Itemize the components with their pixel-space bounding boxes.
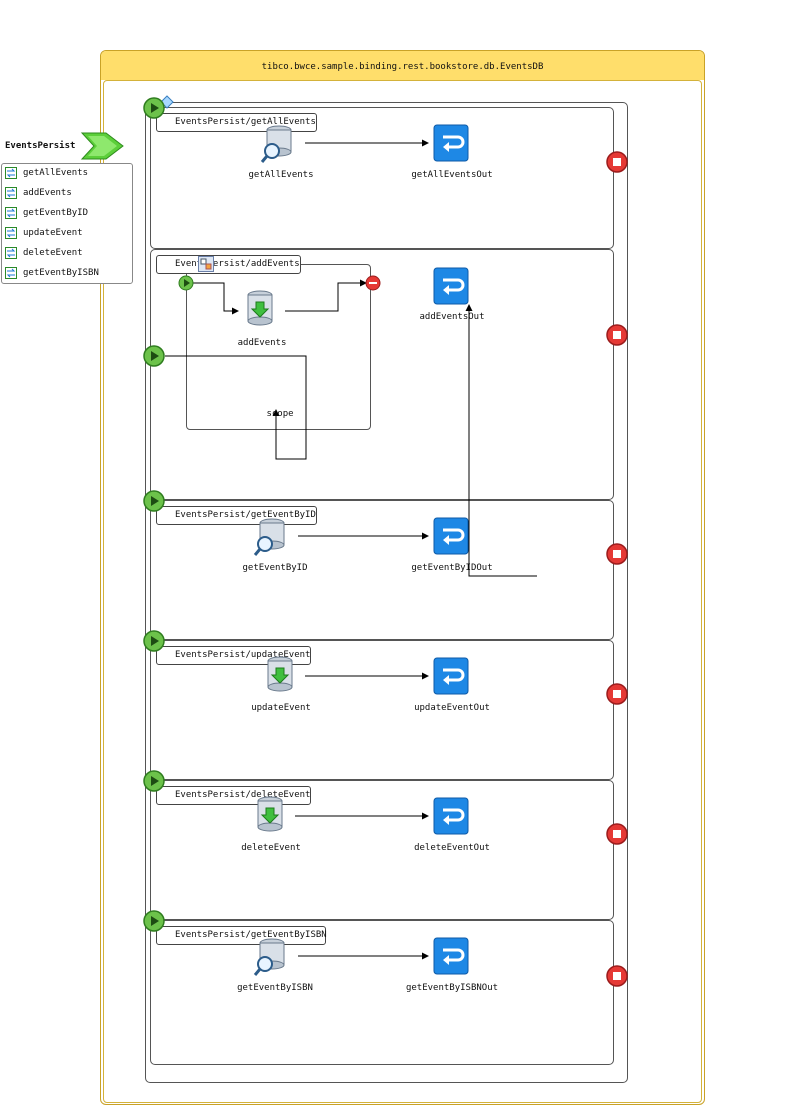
- start-icon[interactable]: [143, 770, 165, 792]
- lane-geteventbyid: [150, 500, 614, 640]
- lane-geteventbyisbn: [150, 920, 614, 1065]
- scope-end-icon[interactable]: [365, 275, 381, 291]
- scope-label: scope: [266, 409, 294, 419]
- start-icon[interactable]: [143, 490, 165, 512]
- end-icon[interactable]: [606, 965, 628, 987]
- reply-icon[interactable]: [433, 657, 469, 695]
- reply-label: getEventByISBNOut: [405, 983, 499, 993]
- reply-icon[interactable]: [433, 937, 469, 975]
- operation-item[interactable]: getAllEvents: [5, 166, 88, 180]
- start-icon[interactable]: [143, 345, 165, 367]
- reply-icon[interactable]: [433, 124, 469, 162]
- scope-start-icon[interactable]: [178, 275, 194, 291]
- start-icon[interactable]: [143, 910, 165, 932]
- operation-label: getEventByISBN: [23, 268, 99, 278]
- db-query-icon[interactable]: [260, 125, 294, 165]
- db-update-icon[interactable]: [243, 290, 277, 330]
- activity-label: addEvents: [237, 338, 287, 348]
- interface-title: EventsPersist: [5, 141, 76, 151]
- reply-label: deleteEventOut: [414, 843, 490, 853]
- operation-label: updateEvent: [23, 228, 83, 238]
- reply-label: getAllEventsOut: [411, 170, 493, 180]
- operation-icon: [5, 247, 17, 259]
- db-update-icon[interactable]: [263, 656, 297, 696]
- process-group: [145, 102, 628, 1083]
- activity-label: getAllEvents: [248, 170, 314, 180]
- reply-icon[interactable]: [433, 517, 469, 555]
- activity-label: getEventByISBN: [237, 983, 313, 993]
- lane-tab[interactable]: EventsPersist/getEventByID: [156, 506, 317, 525]
- reply-label: getEventByIDOut: [411, 563, 493, 573]
- process-title: tibco.bwce.sample.binding.rest.bookstore…: [261, 62, 544, 72]
- lane-tab[interactable]: EventsPersist/addEvents: [156, 255, 301, 274]
- end-icon[interactable]: [606, 683, 628, 705]
- process-body: [103, 80, 702, 1103]
- end-icon[interactable]: [606, 543, 628, 565]
- operation-icon: [5, 207, 17, 219]
- activity-label: updateEvent: [251, 703, 311, 713]
- reply-icon[interactable]: [433, 267, 469, 305]
- operation-item[interactable]: deleteEvent: [5, 246, 83, 260]
- operation-item[interactable]: getEventByID: [5, 206, 88, 220]
- operation-icon: [5, 167, 17, 179]
- operation-icon: [5, 227, 17, 239]
- lane-tab[interactable]: EventsPersist/getEventByISBN: [156, 926, 327, 945]
- operation-item[interactable]: addEvents: [5, 186, 72, 200]
- scope-icon: [198, 256, 214, 272]
- start-icon[interactable]: [143, 97, 165, 119]
- db-query-icon[interactable]: [253, 938, 287, 978]
- operation-label: addEvents: [23, 188, 72, 198]
- operation-item[interactable]: updateEvent: [5, 226, 83, 240]
- reply-label: updateEventOut: [414, 703, 490, 713]
- activity-label: getEventByID: [242, 563, 308, 573]
- end-icon[interactable]: [606, 324, 628, 346]
- operation-label: getAllEvents: [23, 168, 89, 178]
- end-icon[interactable]: [606, 823, 628, 845]
- operation-label: deleteEvent: [23, 248, 83, 258]
- reply-icon[interactable]: [433, 797, 469, 835]
- process-header: [101, 51, 704, 80]
- lane-getallevents: [150, 107, 614, 249]
- lane-tab[interactable]: EventsPersist/deleteEvent: [156, 786, 311, 805]
- end-icon[interactable]: [606, 151, 628, 173]
- start-icon[interactable]: [143, 630, 165, 652]
- reply-label: addEventsOut: [419, 312, 485, 322]
- activity-label: deleteEvent: [241, 843, 301, 853]
- operation-item[interactable]: getEventByISBN: [5, 266, 99, 280]
- db-update-icon[interactable]: [253, 796, 287, 836]
- lane-addevents: [150, 249, 614, 500]
- lane-deleteevent: [150, 780, 614, 920]
- service-arrow-icon: [80, 132, 124, 160]
- db-query-icon[interactable]: [253, 518, 287, 558]
- operation-icon: [5, 187, 17, 199]
- interface-operations-panel: getAllEvents addEvents getEventByID upda…: [1, 163, 133, 284]
- lane-updateevent: [150, 640, 614, 780]
- operation-label: getEventByID: [23, 208, 89, 218]
- operation-icon: [5, 267, 17, 279]
